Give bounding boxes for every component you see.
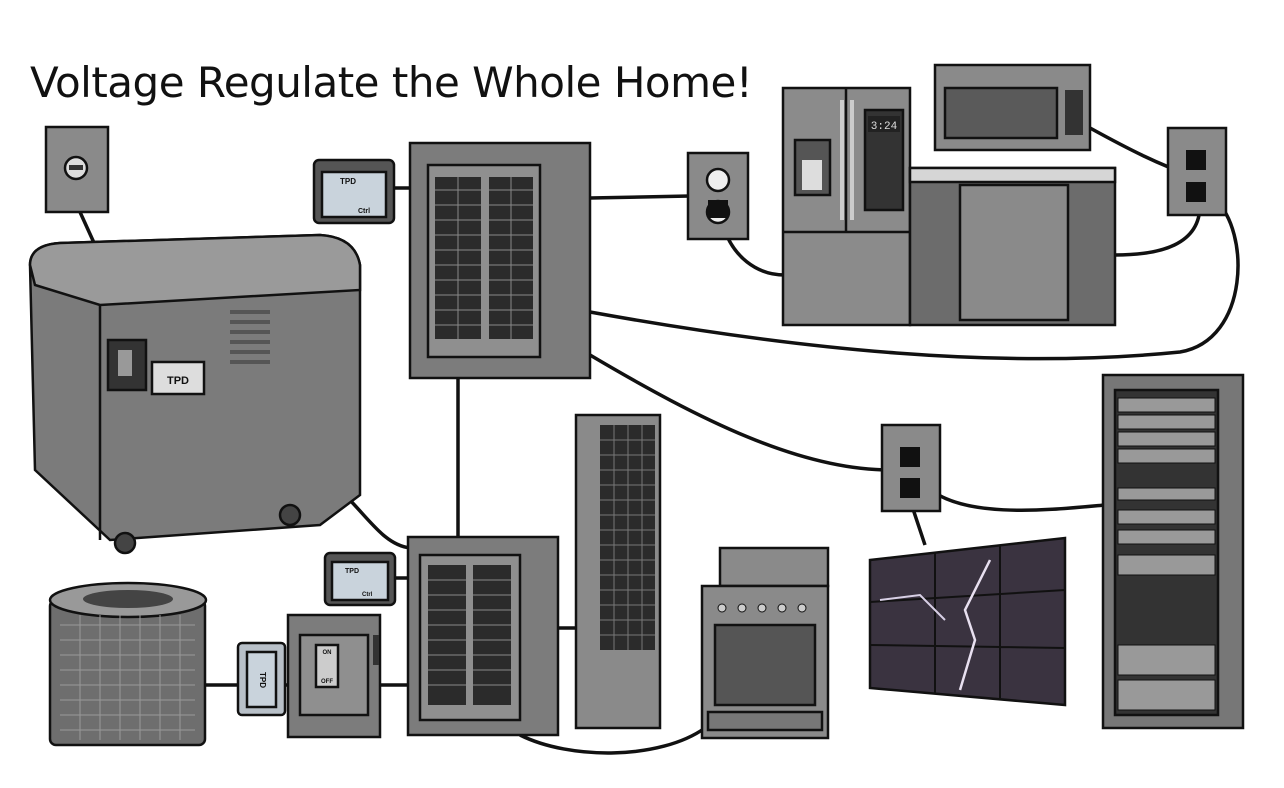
tpd-device-main: TPD Ctrl (312, 158, 396, 225)
tpd-text: TPD (258, 672, 267, 688)
tpd-text: TPD (340, 177, 356, 186)
main-breaker-panel (408, 141, 592, 380)
refrigerator: 3:24 (781, 86, 912, 327)
tpd-text: TPD (167, 375, 189, 387)
video-wall (868, 536, 1067, 707)
page-title: Voltage Regulate the Whole Home! (30, 58, 753, 107)
tpd-device-ac: TPD (236, 641, 287, 717)
wire-panel-outlet2 (589, 198, 1240, 361)
wire-panel-outlet (589, 194, 691, 200)
tpd-device-sub: TPD Ctrl (323, 551, 397, 607)
ctrl-text: Ctrl (362, 592, 373, 598)
wire-outlet3-rack (923, 483, 1106, 512)
wire-dishwasher-outlet2 (1114, 204, 1202, 257)
tower-heater (574, 413, 662, 730)
wire-switch-regulator (78, 211, 97, 246)
ac-condenser (48, 581, 208, 747)
wire-regulator-subpanel (343, 493, 411, 550)
tpd-label-regulator: TPD (150, 360, 206, 396)
server-rack (1101, 373, 1245, 730)
wall-outlet-3 (880, 423, 942, 513)
ctrl-text: Ctrl (358, 208, 370, 215)
dishwasher (908, 166, 1117, 327)
wall-switch-plate (44, 125, 110, 214)
ac-disconnect-switch: ON OFF (286, 613, 382, 739)
kitchen-range (700, 546, 830, 740)
wire-subpanel-range (519, 726, 707, 755)
fridge-clock-display: 3:24 (871, 121, 898, 133)
wire-panel-outlet3 (589, 353, 891, 472)
switch-off-label: OFF (321, 679, 333, 685)
wall-outlet-2 (1166, 126, 1228, 217)
switch-on-label: ON (323, 650, 332, 656)
voltage-regulator: TPD (28, 233, 362, 555)
sub-breaker-panel (406, 535, 560, 737)
microwave (933, 63, 1092, 152)
wall-outlet-1 (686, 151, 750, 241)
tpd-text: TPD (345, 568, 359, 575)
